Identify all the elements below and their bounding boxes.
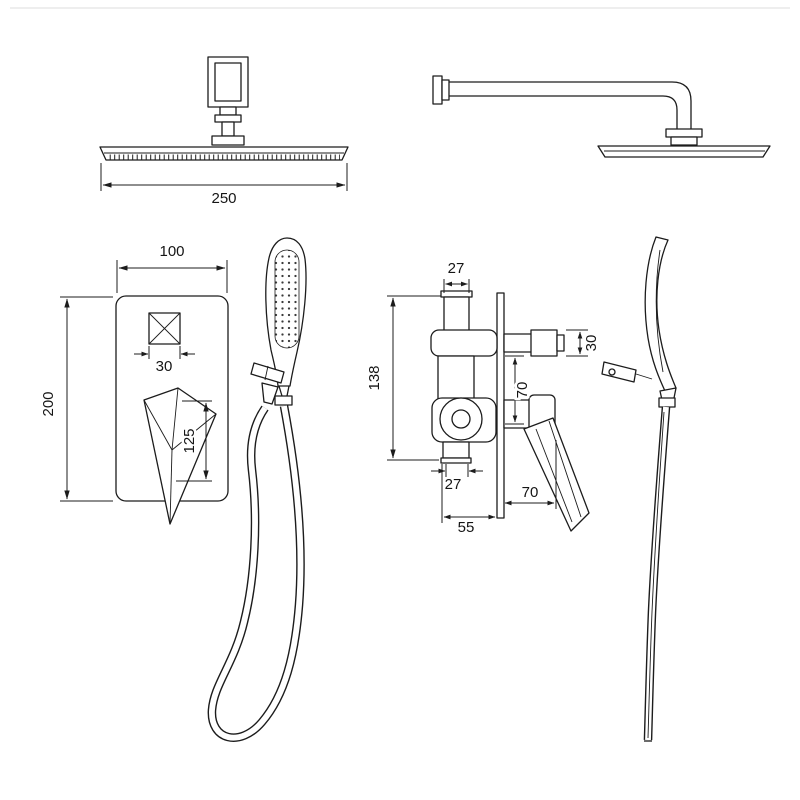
knurled-connector — [530, 329, 558, 357]
dim-label-200: 200 — [40, 391, 57, 416]
rain-shower-head-front-view: 250 — [99, 56, 349, 207]
hand-shower-side-view — [601, 236, 677, 742]
dim-valve-outlet-spacing: 70 — [505, 355, 534, 425]
dim-label-125: 125 — [181, 428, 198, 453]
mixer-valve-plate-front-view: 100 200 30 125 — [40, 243, 229, 525]
spray-face — [274, 249, 300, 349]
shower-head-edge-view — [597, 145, 771, 158]
dim-label-55: 55 — [458, 519, 475, 536]
diverter-symbol — [148, 312, 181, 345]
hose-nut — [274, 395, 293, 406]
nozzle-band — [108, 153, 340, 160]
wall-flange — [432, 75, 443, 105]
dim-rain-head-width: 250 — [100, 163, 348, 207]
shower-arm-inner-edge — [449, 95, 678, 129]
top-inlet-pipe — [443, 296, 470, 332]
dim-label-30-outlet: 30 — [583, 335, 600, 352]
dim-lever-length: 125 — [176, 400, 212, 482]
dim-plate-height: 200 — [40, 296, 113, 502]
upper-housing — [430, 329, 498, 357]
top-outlet-pipe — [503, 333, 533, 353]
dim-valve-body-height: 138 — [366, 295, 441, 461]
shower-arm-outer-edge — [449, 81, 692, 129]
mixer-valve-side-view: 27 138 30 70 27 — [366, 260, 600, 536]
top-inlet-cap — [440, 290, 473, 298]
bracket-cone — [261, 382, 279, 405]
dim-label-250: 250 — [211, 190, 236, 207]
shower-hose — [207, 405, 305, 742]
shower-hose-side — [643, 406, 671, 742]
arm-nut — [665, 128, 703, 138]
dim-label-138: 138 — [366, 365, 383, 390]
dim-label-100: 100 — [159, 243, 184, 260]
dim-valve-top-inlet: 27 — [443, 260, 470, 293]
dim-plate-cutout: 30 — [134, 346, 195, 375]
hand-shower-profile — [644, 236, 677, 392]
wall-plate-edge — [496, 292, 505, 519]
dim-valve-outlet-size: 30 — [566, 329, 600, 357]
dim-valve-bottom-inlet: 27 — [431, 464, 483, 493]
dim-label-70-reach: 70 — [522, 484, 539, 501]
dim-label-27-top: 27 — [448, 260, 465, 277]
dim-label-70-spacing: 70 — [514, 382, 531, 399]
wall-bracket-side — [601, 361, 653, 383]
head-connector-flange — [211, 135, 245, 146]
dim-label-30-plate: 30 — [156, 358, 173, 375]
dim-valve-handle-reach: 70 — [504, 440, 557, 509]
dim-valve-body-depth: 55 — [441, 464, 496, 536]
bottom-inlet-pipe — [442, 441, 470, 459]
wall-bracket — [250, 362, 285, 405]
dim-plate-width: 100 — [116, 243, 228, 293]
shower-arm-side-view — [432, 75, 771, 158]
valve-neck — [437, 355, 475, 401]
hand-shower-front-view — [207, 237, 307, 742]
hose-nut-side — [658, 397, 676, 408]
dim-label-27-bottom: 27 — [445, 476, 462, 493]
